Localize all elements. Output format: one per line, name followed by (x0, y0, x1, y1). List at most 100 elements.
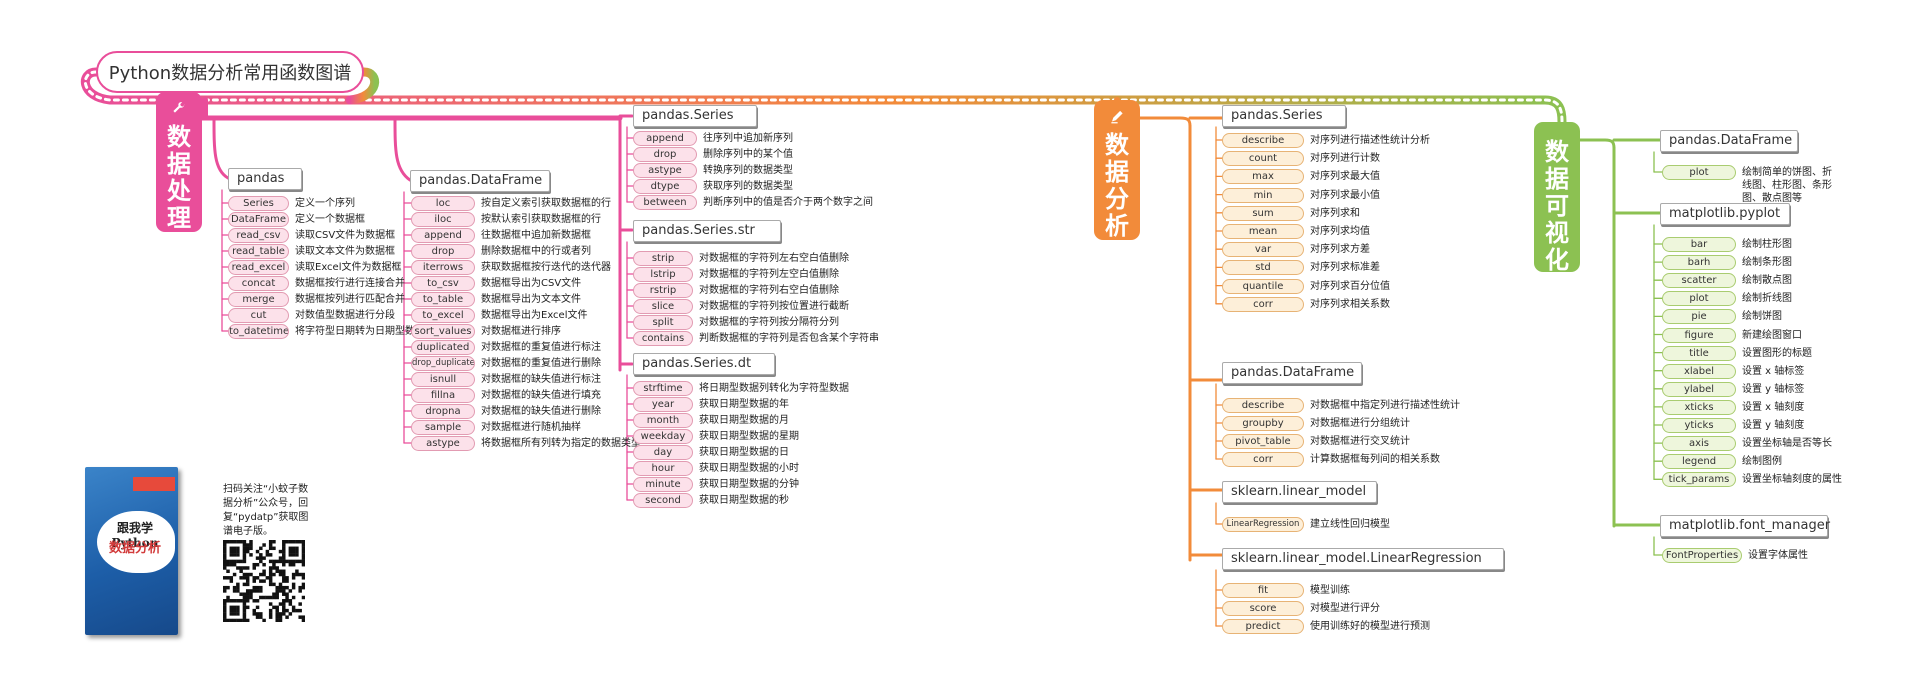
proc-series-str-desc: 对数据框的字符列按分隔符分列 (699, 317, 839, 328)
vis-pyplot-func: ylabel (1662, 381, 1736, 397)
pandas-func: cut (228, 308, 289, 323)
vis-pyplot-func: pie (1662, 309, 1736, 325)
proc-series-str-desc: 对数据框的字符列左空白值删除 (699, 269, 839, 280)
proc-dataframe-func: to_excel (411, 308, 475, 323)
vis-pyplot-func: scatter (1662, 273, 1736, 289)
pandas-desc: 数据框按列进行匹配合并 (295, 294, 405, 305)
proc-dataframe-func: drop (411, 244, 475, 259)
vis-pyplot-func: yticks (1662, 418, 1736, 433)
proc-dataframe-func: to_table (411, 292, 475, 307)
proc-dataframe-desc: 对数据框的重复值进行删除 (481, 358, 601, 369)
vis-pyplot-func: tick_params (1662, 472, 1736, 488)
an-series-func: sum (1222, 205, 1304, 221)
proc-series-dt-func: minute (633, 477, 693, 492)
book-ribbon (133, 477, 175, 491)
an-series-func: describe (1222, 133, 1304, 148)
proc-dataframe-desc: 将数据框所有列转为指定的数据类型 (481, 438, 641, 449)
proc-dataframe-func: isnull (411, 372, 475, 387)
proc-dataframe-desc: 往数据框中追加新数据框 (481, 230, 591, 241)
pandas-func: concat (228, 276, 289, 291)
an-linreg-desc: 使用训练好的模型进行预测 (1310, 621, 1430, 632)
branch-pandas (212, 116, 230, 180)
vis-pyplot-desc: 绘制图例 (1742, 456, 1782, 468)
an-linreg-header: sklearn.linear_model.LinearRegression (1222, 548, 1504, 570)
vis-dataframe-desc: 绘制简单的饼图、折线图、柱形图、条形图、散点图等 (1742, 167, 1832, 204)
an-series-desc: 对序列进行描述性统计分析 (1310, 135, 1430, 146)
banner-line-end (345, 67, 380, 105)
vis-font-manager-func: FontProperties (1662, 548, 1742, 563)
vis-pyplot-header: matplotlib.pyplot (1660, 203, 1790, 225)
book-cover: 跟我学Python 数据分析 (85, 467, 178, 635)
an-linear-model-desc: 建立线性回归模型 (1310, 519, 1390, 530)
proc-series-dt-func: month (633, 413, 693, 428)
proc-series-dt-desc: 获取日期型数据的日 (699, 447, 789, 458)
vis-pyplot-func: barh (1662, 255, 1736, 271)
an-linreg-func: fit (1222, 583, 1304, 598)
an-series-desc: 对序列求相关系数 (1310, 298, 1390, 310)
proc-dataframe-header: pandas.DataFrame (410, 170, 550, 192)
proc-series-str-header: pandas.Series.str (633, 220, 781, 242)
proc-dataframe-desc: 对数据框的缺失值进行填充 (481, 390, 601, 401)
proc-dataframe-func: dropna (411, 404, 475, 419)
pandas-func: to_datetime (228, 324, 289, 339)
an-series-func: min (1222, 187, 1304, 203)
proc-series-header: pandas.Series (633, 105, 757, 127)
proc-dataframe-desc: 对数据框进行随机抽样 (481, 422, 581, 433)
vis-pyplot-func: axis (1662, 436, 1736, 452)
an-dataframe-desc: 对数据框中指定列进行描述性统计 (1310, 400, 1460, 411)
section-title: 数据分析 (1105, 131, 1129, 240)
banner-line-dash (83, 70, 1564, 124)
vis-pyplot-desc: 绘制饼图 (1742, 311, 1782, 323)
proc-dataframe-desc: 对数据框的缺失值进行标注 (481, 374, 601, 385)
proc-series-dt-desc: 获取日期型数据的月 (699, 415, 789, 426)
proc-series-dt-desc: 获取日期型数据的秒 (699, 495, 789, 506)
vis-pyplot-desc: 设置 x 轴标签 (1742, 365, 1805, 377)
qr-note: 扫码关注“小蚊子数据分析”公众号，回复“pydatp”获取图谱电子版。 (223, 484, 309, 537)
proc-series-str-func: strip (633, 251, 693, 266)
pandas-desc: 定义一个序列 (295, 198, 355, 209)
vis-pyplot-desc: 设置坐标轴刻度的属性 (1742, 474, 1842, 486)
vis-pyplot-desc: 设置 y 轴标签 (1742, 383, 1805, 395)
book-title-line2: 数据分析 (108, 541, 161, 556)
an-series-func: max (1222, 169, 1304, 185)
proc-dataframe-func: duplicated (411, 340, 475, 355)
proc-dataframe-func: iloc (411, 212, 475, 227)
vis-pyplot-desc: 设置 x 轴刻度 (1742, 401, 1805, 413)
proc-dataframe-desc: 删除数据框中的行或者列 (481, 246, 591, 257)
vis-pyplot-func: xticks (1662, 399, 1736, 415)
proc-series-str-func: rstrip (633, 283, 693, 298)
branch-dataframe (393, 116, 412, 182)
proc-dataframe-desc: 数据框导出为文本文件 (481, 294, 581, 305)
vis-pyplot-desc: 设置坐标轴是否等长 (1742, 438, 1832, 450)
proc-dataframe-desc: 对数据框的缺失值进行删除 (481, 406, 601, 417)
section-analysis: 数据分析 (1094, 100, 1140, 240)
an-series-desc: 对序列求标准差 (1310, 262, 1380, 274)
proc-dataframe-func: append (411, 228, 475, 243)
pandas-desc: 定义一个数据框 (295, 214, 365, 225)
visual-trunk (1578, 138, 1616, 522)
an-linreg-desc: 对模型进行评分 (1310, 603, 1380, 614)
vis-pyplot-desc: 绘制柱形图 (1742, 239, 1792, 250)
proc-series-desc: 转换序列的数据类型 (703, 165, 793, 176)
pandas-func: read_excel (228, 260, 289, 275)
pandas-desc: 读取Excel文件为数据框 (295, 262, 402, 273)
an-dataframe-desc: 对数据框进行分组统计 (1310, 418, 1410, 429)
an-linreg-desc: 模型训练 (1310, 585, 1350, 596)
an-series-desc: 对序列进行计数 (1310, 153, 1380, 165)
pandas-desc: 读取CSV文件为数据框 (295, 230, 396, 241)
an-linear-model-func: LinearRegression (1222, 517, 1304, 532)
proc-dataframe-desc: 对数据框进行排序 (481, 326, 561, 337)
proc-series-dt-func: strftime (633, 381, 693, 396)
an-series-desc: 对序列求最大值 (1310, 171, 1380, 183)
an-dataframe-func: groupby (1222, 416, 1304, 431)
proc-series-dt-desc: 获取日期型数据的小时 (699, 463, 799, 474)
an-series-desc: 对序列求方差 (1310, 244, 1370, 256)
proc-dataframe-func: loc (411, 196, 475, 211)
map-title: Python数据分析常用函数图谱 (96, 51, 364, 93)
pandas-func: read_csv (228, 228, 289, 243)
an-dataframe-desc: 计算数据框每列间的相关系数 (1310, 454, 1440, 465)
proc-dataframe-desc: 获取数据框按行迭代的迭代器 (481, 262, 611, 273)
pandas-desc: 数据框按行进行连接合并 (295, 278, 405, 289)
proc-series-dt-desc: 获取日期型数据的星期 (699, 431, 799, 442)
an-series-func: std (1222, 260, 1304, 276)
